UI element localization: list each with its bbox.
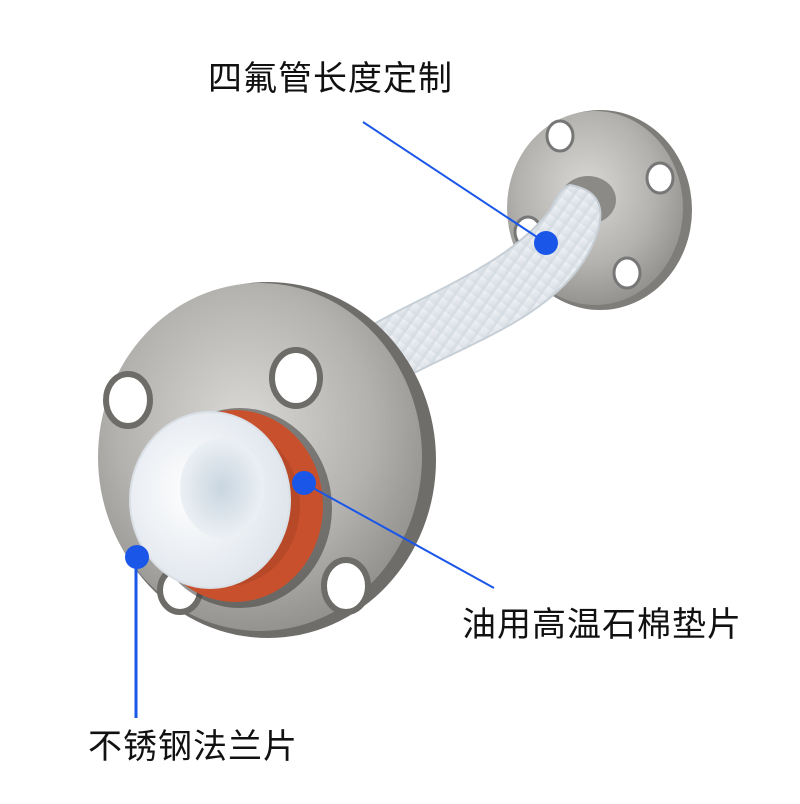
front-flange [98, 282, 436, 638]
callout-label-ptfe-hose: 四氟管长度定制 [208, 59, 453, 99]
callout-flange [125, 545, 149, 718]
callout-label-flange: 不锈钢法兰片 [88, 727, 298, 767]
callout-ptfe-hose [362, 121, 558, 255]
bolt-hole [321, 557, 371, 615]
callout-gasket [292, 471, 495, 589]
bolt-hole [269, 347, 323, 409]
bolt-hole [612, 256, 642, 290]
hose-bore [180, 438, 264, 538]
callout-dot [534, 231, 558, 255]
bolt-hole [103, 371, 153, 429]
bolt-hole [545, 119, 575, 153]
callout-label-gasket: 油用高温石棉垫片 [462, 605, 742, 645]
bolt-hole [645, 161, 675, 195]
callout-dot [125, 545, 149, 569]
callout-dot [292, 471, 316, 495]
